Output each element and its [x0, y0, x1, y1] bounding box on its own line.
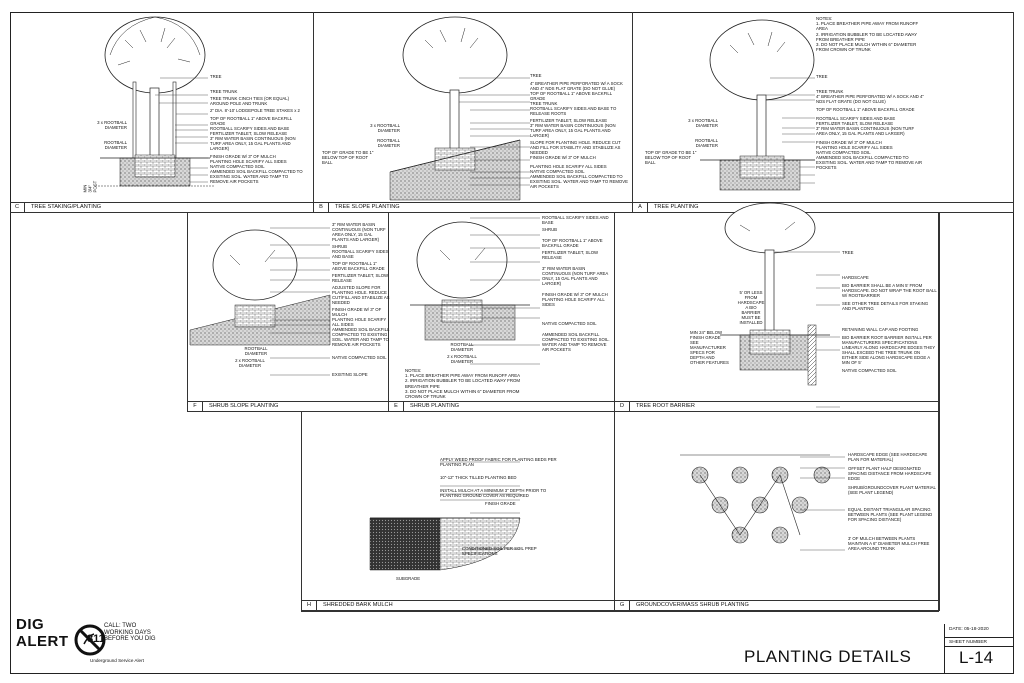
- dig-alert-text: DIG ALERT: [16, 616, 69, 650]
- dim-B-3: TOP OF GRADE TO BE 1" BELOW TOP OF ROOT …: [322, 150, 374, 165]
- tree-illustration-A: [700, 19, 815, 191]
- dim-D-1: 5' OR LESS FROM HARDSCAPE A BIO BARRIER …: [737, 290, 765, 325]
- date-field: DATE: 05-18-2020: [949, 627, 989, 632]
- dim-E-1: ROOTBALL DIAMETER: [450, 342, 474, 352]
- dim-A-3: TOP OF GRADE TO BE 1" BELOW TOP OF ROOT …: [645, 150, 697, 165]
- sheet-number-label: SHEET NUMBER: [949, 640, 988, 645]
- callouts-F: 3" RIM WATER BASIN CONTINUOUS (NON TURF …: [332, 222, 390, 377]
- dim-C-2: ROOTBALL DIAMETER: [104, 140, 127, 150]
- 811-number: 811: [87, 633, 105, 645]
- sheet-number: L-14: [959, 648, 994, 667]
- no-dig-icon: [74, 624, 106, 656]
- panel-left-blank: [10, 213, 188, 412]
- groundcover-illustration-G: [680, 454, 831, 544]
- sheet-title: PLANTING DETAILS: [744, 647, 912, 666]
- shrub-illustration-F: [189, 229, 331, 346]
- callouts-H: APPLY WEED PROOF FABRIC FOR PLANTING BED…: [440, 457, 557, 506]
- tree-illustration-C: [95, 16, 215, 187]
- dim-C-3: MIN 3/4" POST: [82, 180, 98, 193]
- usa-text: Underground Service Alert: [90, 658, 144, 663]
- panel-bottom-rule: [301, 611, 939, 612]
- callouts-C: TREE TREE TRUNK TREE TRUNK CINCH TIES (O…: [210, 74, 303, 184]
- dim-D-2: MIN 24" BELOW FINISH GRADE SEE MANUFACTU…: [690, 330, 729, 365]
- callouts-G: HARDSCAPE EDGE (SEE HARDSCAPE PLAN FOR M…: [848, 452, 936, 551]
- callouts-A: TREE TREE TRUNK 4" BREATHER PIPE PERFORA…: [816, 74, 924, 170]
- mulch-illustration-H: [369, 517, 521, 571]
- dim-B-1: 3 x ROOTBALL DIAMETER: [370, 123, 400, 133]
- dim-B-2: ROOTBALL DIAMETER: [377, 138, 400, 148]
- dim-A-2: ROOTBALL DIAMETER: [695, 138, 718, 148]
- dim-F-1: ROOTBALL DIAMETER: [244, 346, 268, 356]
- drawing-sheet: [10, 12, 1014, 674]
- notes-A: NOTES: 1. PLACE BREATHER PIPE AWAY FROM …: [816, 16, 919, 53]
- panel-right-blank: [939, 213, 1014, 611]
- dim-C-1: 3 x ROOTBALL DIAMETER: [97, 120, 127, 130]
- call-instruction: CALL: TWO WORKING DAYS BEFORE YOU DIG: [104, 623, 156, 642]
- notes-E: NOTES: 1. PLACE BREATHER PIPE AWAY FROM …: [405, 368, 521, 400]
- dim-A-1: 3 x ROOTBALL DIAMETER: [688, 118, 718, 128]
- tree-illustration-D: [720, 202, 830, 386]
- callout-H-conditioned: CONDITIONED SOIL PER SOIL PREP SPECIFICA…: [462, 546, 537, 556]
- leader-lines: [155, 77, 845, 551]
- tree-illustration-B: [389, 16, 521, 201]
- shrub-illustration-E: [410, 221, 530, 341]
- callouts-B: TREE 4" BREATHER PIPE PERFORATED W/ A SO…: [530, 73, 628, 189]
- dim-F-2: 2 x ROOTBALL DIAMETER: [235, 358, 265, 368]
- title-block: DATE: 05-18-2020 SHEET NUMBER L-14: [944, 624, 1014, 674]
- dim-E-2: 2 x ROOTBALL DIAMETER: [447, 354, 477, 364]
- callout-H-subgrade: SUBGRADE: [396, 576, 421, 581]
- callouts-D: TREE HARDSCAPE BIO BARRIER SHALL BE A MI…: [842, 250, 937, 373]
- callouts-E: ROOTBALL SCARIFY SIDES AND BASE SHRUB TO…: [542, 215, 610, 352]
